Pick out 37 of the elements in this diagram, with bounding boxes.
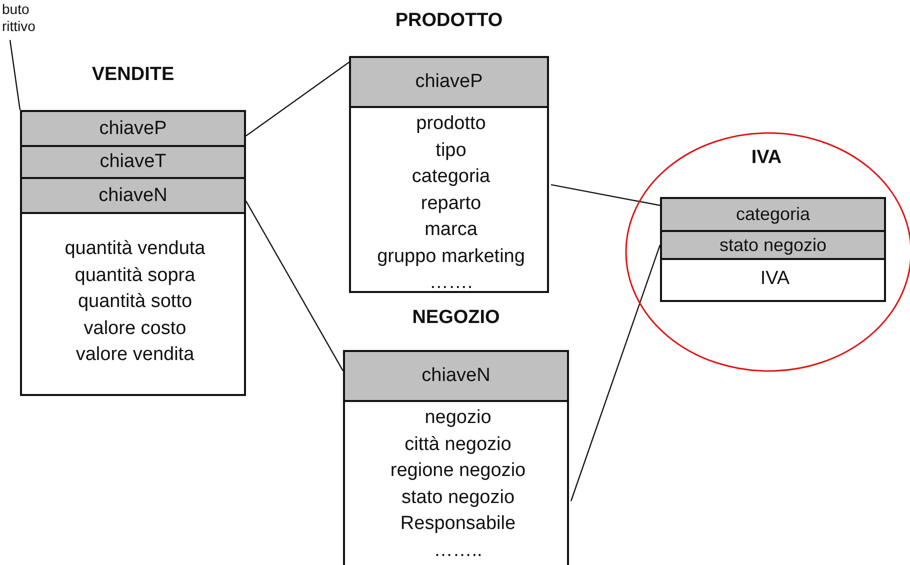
- attribute-text: …….: [428, 271, 474, 295]
- table-title: IVA: [750, 147, 783, 169]
- attribute-text: città negozio: [404, 432, 512, 456]
- table-frame: [660, 197, 886, 302]
- attribute-text: Responsabile: [399, 512, 517, 536]
- attribute-text: quantità sotto: [76, 290, 194, 314]
- key-row: chiaveN: [343, 350, 569, 402]
- attribute-text: tipo: [434, 138, 468, 162]
- attribute-text: stato negozio: [400, 486, 516, 510]
- attribute-text: quantità sopra: [74, 264, 196, 288]
- attribute-text: regione negozio: [389, 459, 527, 483]
- attribute-text: prodotto: [415, 112, 487, 136]
- leader-line: [9, 40, 21, 110]
- attribute-text: categoria: [410, 165, 492, 189]
- connector-line: [570, 244, 661, 502]
- key-row: categoria: [660, 197, 886, 232]
- attribute-text: reparto: [420, 192, 482, 216]
- attribute-text: valore costo: [82, 316, 188, 340]
- table-title: NEGOZIO: [411, 307, 501, 329]
- attribute-text: valore vendita: [74, 343, 196, 367]
- key-row: chiaveT: [20, 145, 246, 179]
- attribute-text: marca: [424, 218, 478, 242]
- key-row: chiaveP: [20, 110, 246, 147]
- attribute-text: gruppo marketing: [376, 244, 526, 268]
- attribute-text: ……..: [432, 538, 484, 562]
- key-row: chiaveN: [20, 177, 246, 214]
- table-title: PRODOTTO: [394, 10, 504, 32]
- connector-line: [246, 62, 350, 136]
- attribute-text: IVA: [759, 267, 791, 291]
- key-row: chiaveP: [349, 56, 549, 108]
- table-title: VENDITE: [90, 64, 176, 86]
- connector-line: [245, 200, 344, 372]
- attribute-text: negozio: [424, 406, 492, 430]
- connector-line: [550, 184, 660, 206]
- note-text: buto rittivo: [0, 0, 38, 40]
- key-row: stato negozio: [660, 230, 886, 260]
- attribute-text: quantità venduta: [64, 237, 206, 261]
